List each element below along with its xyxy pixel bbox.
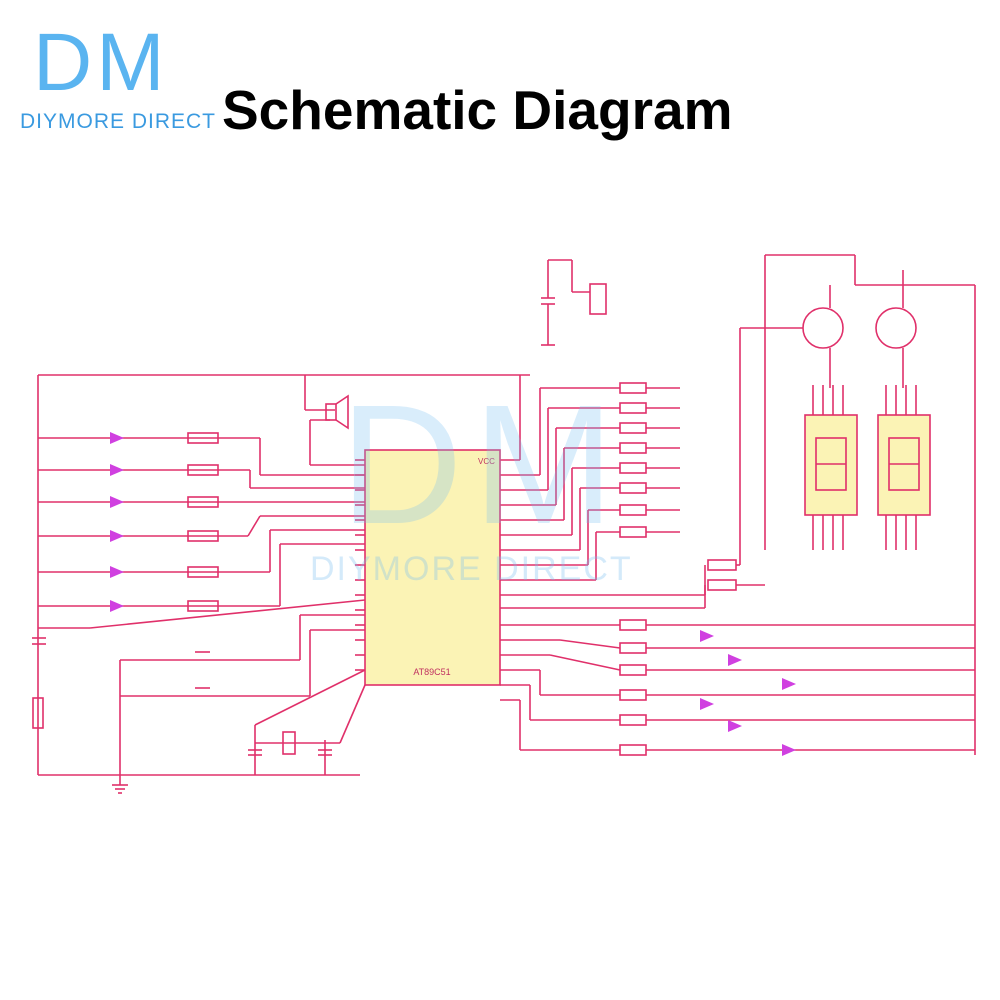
crystal-circuit [248,669,366,775]
diode-d11-icon [700,630,714,642]
led-resistors [187,432,219,612]
indicator-diodes [700,630,796,756]
led-d4-icon [110,530,124,542]
lower-indicator-network [500,619,975,756]
diode-d13-icon [728,720,742,732]
led-rows [38,437,365,607]
diode-d10-icon [700,698,714,710]
chip-right-wires [500,375,620,581]
segment-displays [804,385,931,550]
brand-logo: DM DIYMORE DIRECT [18,22,218,142]
diode-d14-icon [782,744,796,756]
logo-mark: DM [33,17,169,108]
speaker [304,375,365,466]
buttons [112,614,365,790]
diode-d12-icon [728,654,742,666]
chip-left-pins [355,459,365,671]
led-d6-icon [110,600,124,612]
led-d3-icon [110,496,124,508]
logo-brand-text: DIYMORE DIRECT [20,110,217,133]
schematic-drawing: AT89C51 VCC [32,254,976,794]
led-d2-icon [110,464,124,476]
segment-resistors [619,382,680,538]
power-capacitor [541,259,607,346]
page-title: Schematic Diagram [222,79,733,141]
led-d1-icon [110,432,124,444]
led-d5-icon [110,566,124,578]
transistor-drivers [739,254,976,755]
leds [110,432,124,612]
chip-vcc-label: VCC [478,457,495,466]
chip-label: AT89C51 [413,667,450,677]
diode-d9-icon [782,678,796,690]
microcontroller-chip [364,449,501,686]
